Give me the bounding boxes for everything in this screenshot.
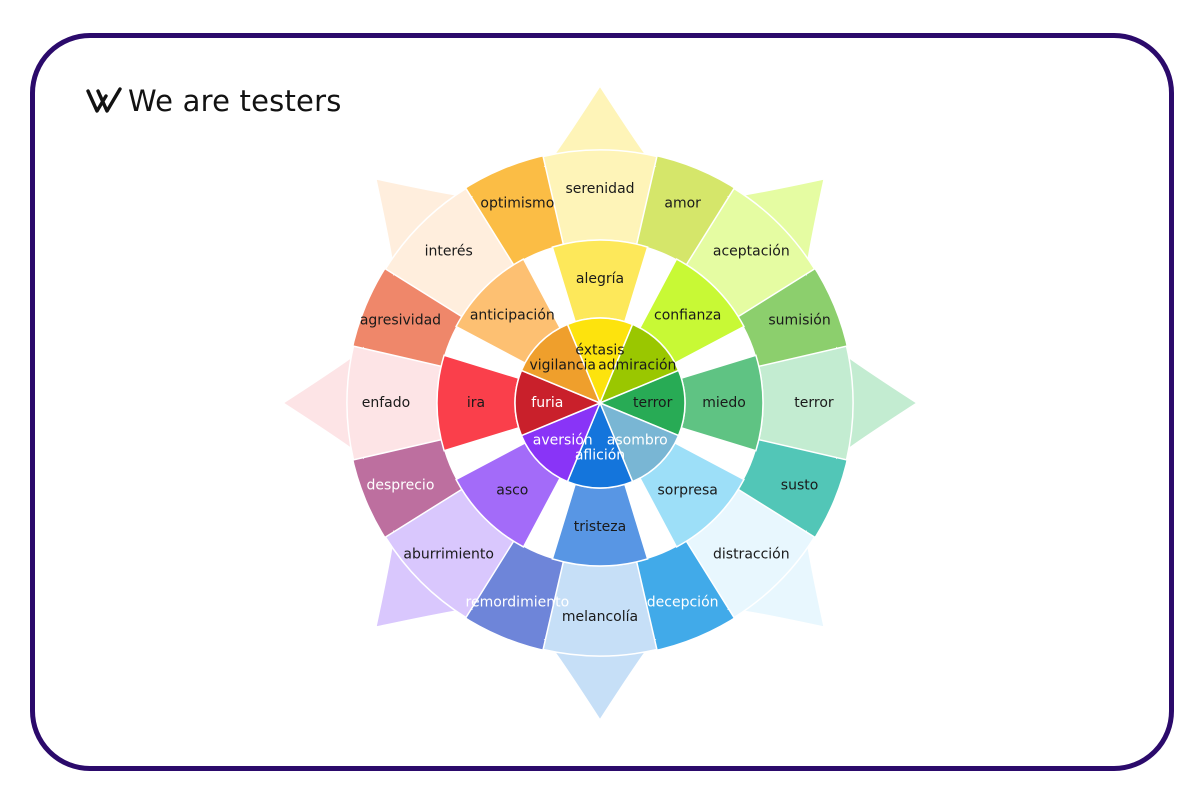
petal-inner <box>520 401 602 483</box>
petal-mid-label: miedo <box>702 395 746 411</box>
petal-inner <box>566 401 634 489</box>
dyad-label: optimismo <box>480 195 554 211</box>
petal-inner <box>598 369 686 437</box>
petal-inner <box>514 369 602 437</box>
petal-mid-label: alegría <box>576 271 624 287</box>
petal-mid-label: anticipación <box>470 307 555 323</box>
dyad-label: remordimiento <box>466 595 570 611</box>
petal-outer-label: melancolía <box>562 609 638 625</box>
brand-logo[interactable]: We are testers <box>86 84 342 118</box>
petal-outer-label: terror <box>794 395 834 411</box>
petal-outer-label: enfado <box>362 395 410 411</box>
petal-inner-label: vigilancia <box>530 358 596 374</box>
petal-mid-label: tristeza <box>574 519 626 535</box>
petal-mid-label: sorpresa <box>657 483 717 499</box>
petal-inner-label: asombro <box>607 432 668 448</box>
brand-name: We are testers <box>128 84 342 118</box>
dyad-label: susto <box>781 478 819 494</box>
petal-inner <box>520 323 602 405</box>
dyad-label: agresividad <box>360 312 441 328</box>
petal-inner-label: aversión <box>533 432 593 448</box>
petal-inner-label: éxtasis <box>575 342 624 358</box>
petal-outer-label: interés <box>425 244 473 260</box>
petal-outer-label: aburrimiento <box>403 546 494 562</box>
petal-mid-label: ira <box>467 395 485 411</box>
petal-inner-label: aflición <box>575 448 625 464</box>
logo-mark-icon <box>86 87 122 113</box>
dyad-label: decepción <box>647 595 719 611</box>
petal-inner <box>566 317 634 405</box>
petal-outer-label: distracción <box>713 546 790 562</box>
petal-inner <box>598 401 680 483</box>
petal-mid-label: confianza <box>654 307 721 323</box>
petal-inner-label: admiración <box>598 358 676 374</box>
dyad-label: amor <box>664 195 701 211</box>
petal-outer <box>542 149 658 246</box>
petal-outer-label: serenidad <box>565 181 634 197</box>
petal-inner <box>598 323 680 405</box>
dyad-label: desprecio <box>366 478 434 494</box>
dyad-label: sumisión <box>768 312 830 328</box>
petal-inner-label: furia <box>531 395 563 411</box>
petal-inner-label: terror <box>633 395 673 411</box>
petal-mid-label: asco <box>496 483 528 499</box>
petal-outer-label: aceptación <box>713 244 790 260</box>
